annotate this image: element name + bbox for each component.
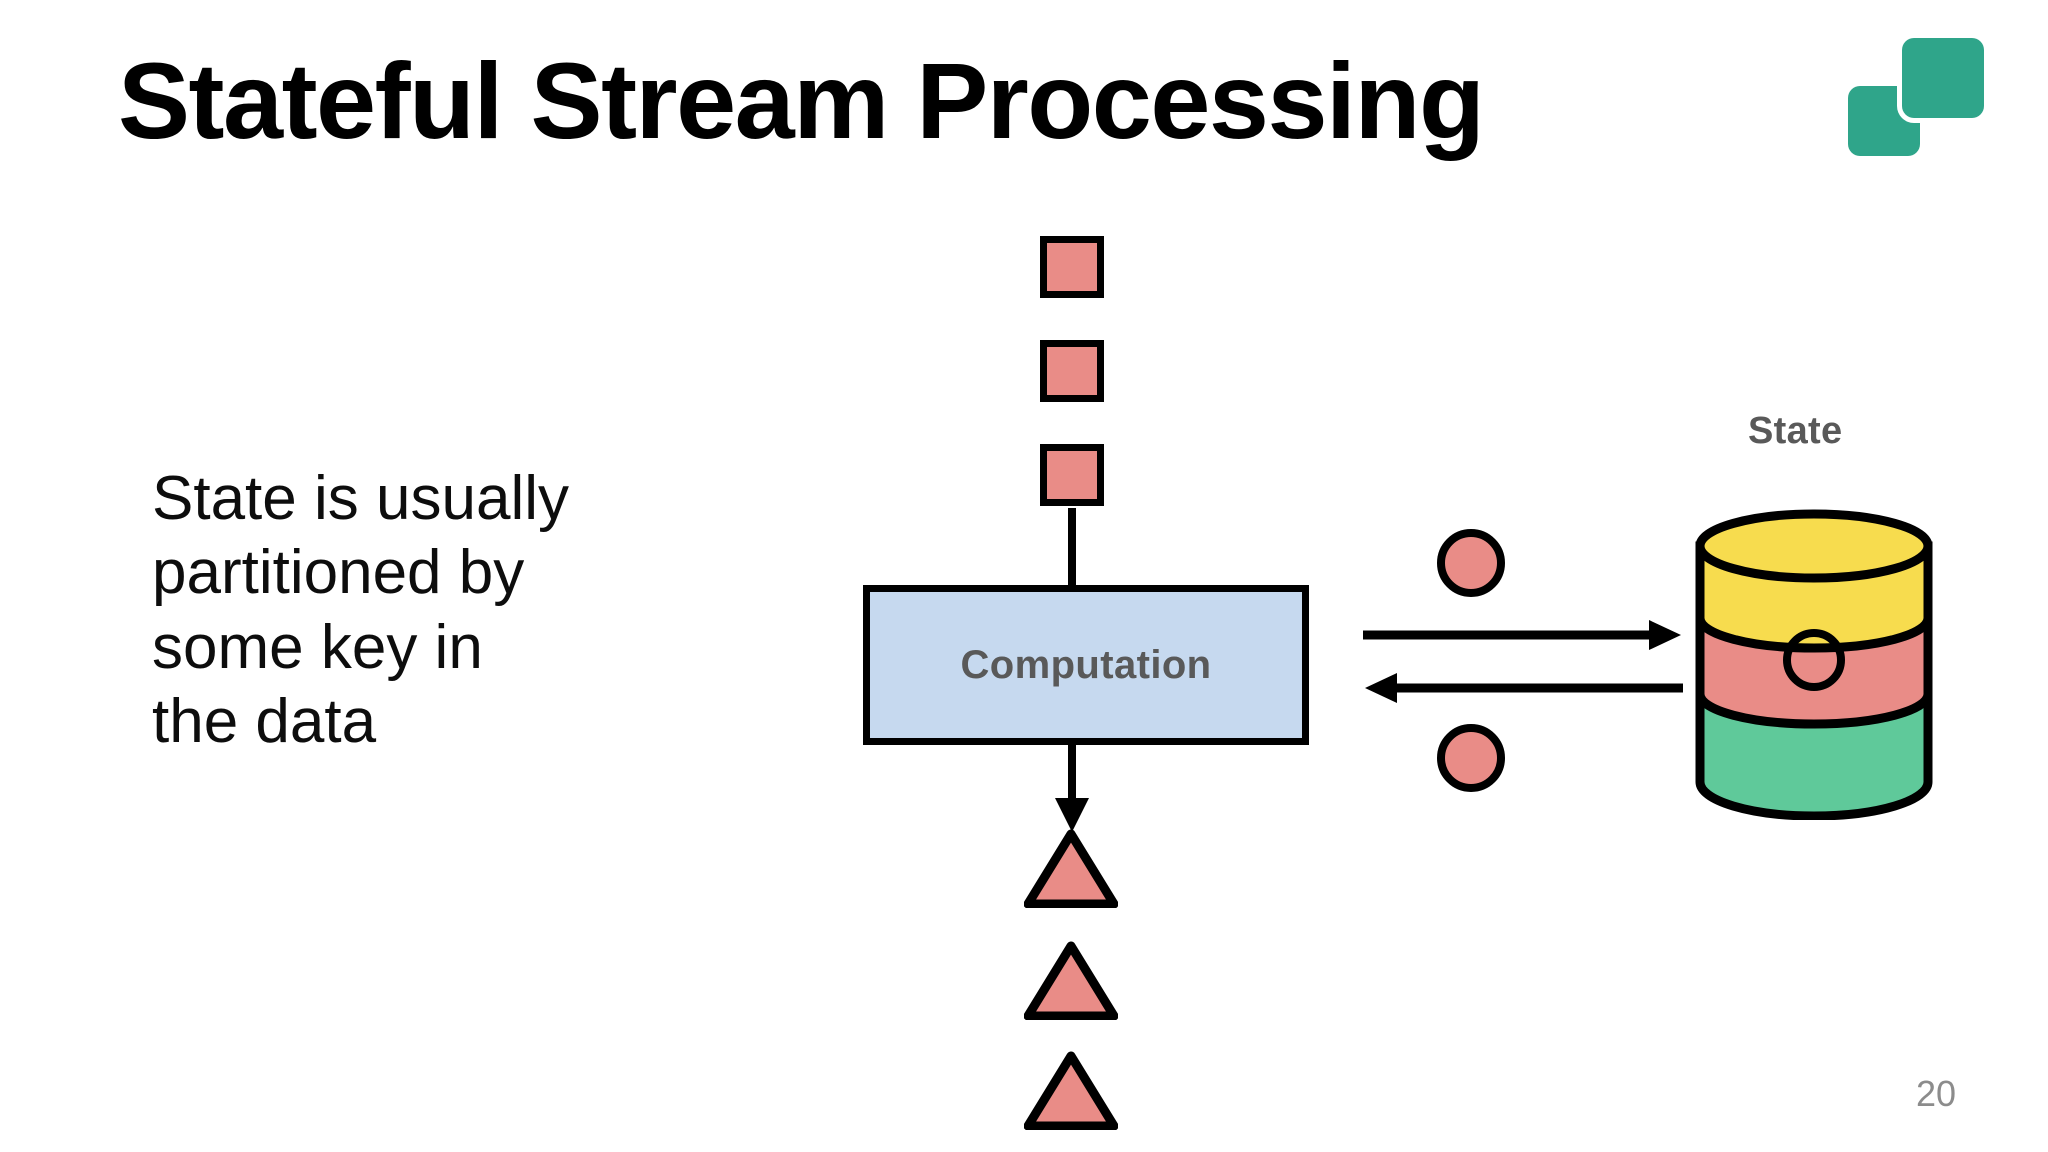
- computation-label: Computation: [960, 642, 1212, 687]
- arrow-from-state-icon: [1365, 673, 1683, 703]
- input-event-square: [1040, 444, 1104, 506]
- message-circle-bottom: [1437, 724, 1505, 792]
- arrow-to-output-icon: [1055, 742, 1089, 832]
- output-event-triangle: [1024, 829, 1118, 908]
- arrow-to-state-icon: [1363, 620, 1681, 650]
- two-squares-logo-icon: [1848, 38, 1984, 156]
- input-event-square: [1040, 340, 1104, 402]
- state-cylinder-icon: [1695, 509, 1933, 820]
- computation-box: Computation: [863, 585, 1309, 745]
- output-event-triangle: [1024, 941, 1118, 1020]
- state-label: State: [1748, 410, 1843, 452]
- message-circle-top: [1437, 529, 1505, 597]
- input-event-square: [1040, 236, 1104, 298]
- body-text-line: partitioned by: [152, 538, 525, 608]
- input-connector-line: [1068, 508, 1076, 588]
- body-text-line: State is usually: [152, 464, 569, 533]
- page-number: 20: [1916, 1073, 1957, 1114]
- page-title: Stateful Stream Processing: [118, 40, 1485, 161]
- body-text-line: some key in: [152, 612, 483, 682]
- body-text-block: State is usually partitioned by some key…: [152, 462, 752, 760]
- output-event-triangle: [1024, 1051, 1118, 1130]
- body-text-line: the data: [152, 687, 377, 757]
- logo-square-front: [1902, 38, 1984, 118]
